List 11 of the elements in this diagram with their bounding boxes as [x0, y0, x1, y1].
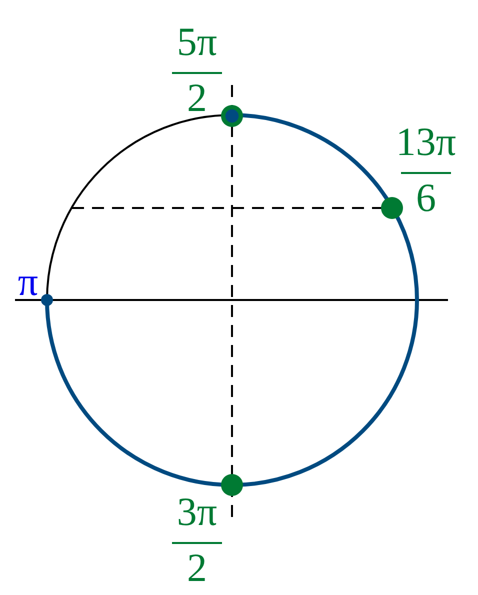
- angle-label: π: [18, 262, 38, 302]
- point-marker: [41, 294, 53, 306]
- point-marker: [221, 474, 243, 496]
- point-marker: [221, 105, 243, 127]
- fraction-numerator: 3π: [176, 492, 218, 532]
- fraction-denominator: 2: [187, 548, 207, 588]
- point-marker: [381, 197, 403, 219]
- fraction-denominator: 6: [416, 178, 436, 218]
- fraction-numerator: 5π: [176, 22, 218, 62]
- fraction-numerator: 13π: [396, 122, 456, 162]
- fraction-denominator: 2: [187, 78, 207, 118]
